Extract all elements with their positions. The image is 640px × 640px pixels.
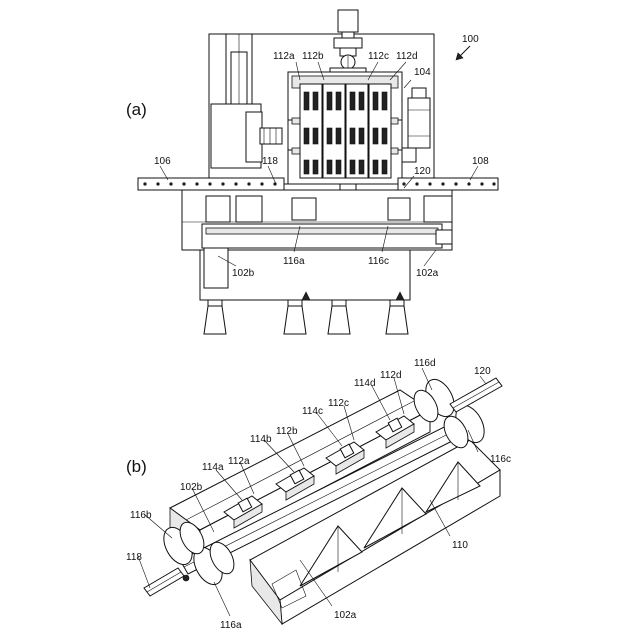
label-b-110: 110 — [452, 540, 468, 551]
label-104: 104 — [414, 67, 431, 78]
foot — [328, 300, 350, 334]
panel-label-b: (b) — [126, 457, 147, 476]
machine-base — [182, 190, 452, 300]
label-b-120: 120 — [474, 366, 491, 377]
label-116a: 116a — [283, 256, 305, 267]
figure-b: (b) — [126, 358, 511, 631]
label-108: 108 — [472, 156, 489, 167]
clamp-module-112b — [323, 84, 345, 178]
right-motor — [402, 88, 430, 162]
label-b-116c: 116c — [490, 454, 511, 465]
label-106: 106 — [154, 156, 171, 167]
foot — [204, 300, 226, 334]
label-102a: 102a — [416, 268, 439, 279]
foot — [386, 300, 408, 334]
conveyor-rail-108 — [398, 178, 498, 190]
label-b-116d: 116d — [414, 358, 436, 369]
label-b-112d: 112d — [380, 370, 402, 381]
foot — [284, 300, 306, 334]
top-spindle — [330, 10, 366, 76]
label-118: 118 — [262, 156, 278, 167]
label-b-114b: 114b — [250, 434, 272, 445]
label-120: 120 — [414, 166, 431, 177]
clamp-module-112a — [300, 84, 322, 178]
label-b-114a: 114a — [202, 462, 224, 473]
workpiece-120 — [450, 378, 502, 412]
label-112b: 112b — [302, 51, 324, 62]
label-100: 100 — [462, 34, 479, 45]
label-b-118: 118 — [126, 552, 142, 563]
label-b-112b: 112b — [276, 426, 298, 437]
label-b-116b: 116b — [130, 510, 152, 521]
label-b-102a: 102a — [334, 610, 357, 621]
label-b-116a: 116a — [220, 620, 242, 631]
label-b-112a: 112a — [228, 456, 250, 467]
label-112c: 112c — [368, 51, 389, 62]
label-b-112c: 112c — [328, 398, 349, 409]
arrow-100 — [456, 46, 470, 60]
label-102b: 102b — [232, 268, 255, 279]
panel-label-a: (a) — [126, 100, 147, 119]
clamp-module-112c — [346, 84, 368, 178]
label-b-114d: 114d — [354, 378, 376, 389]
label-112a: 112a — [273, 51, 295, 62]
vertical-column — [226, 34, 252, 104]
figure-a: (a) — [126, 10, 498, 334]
label-b-114c: 114c — [302, 406, 323, 417]
label-b-102b: 102b — [180, 482, 203, 493]
label-116c: 116c — [368, 256, 389, 267]
label-112d: 112d — [396, 51, 418, 62]
clamp-module-112d — [369, 84, 391, 178]
conveyor-rail-106 — [138, 178, 284, 190]
workpiece-118 — [144, 568, 189, 596]
